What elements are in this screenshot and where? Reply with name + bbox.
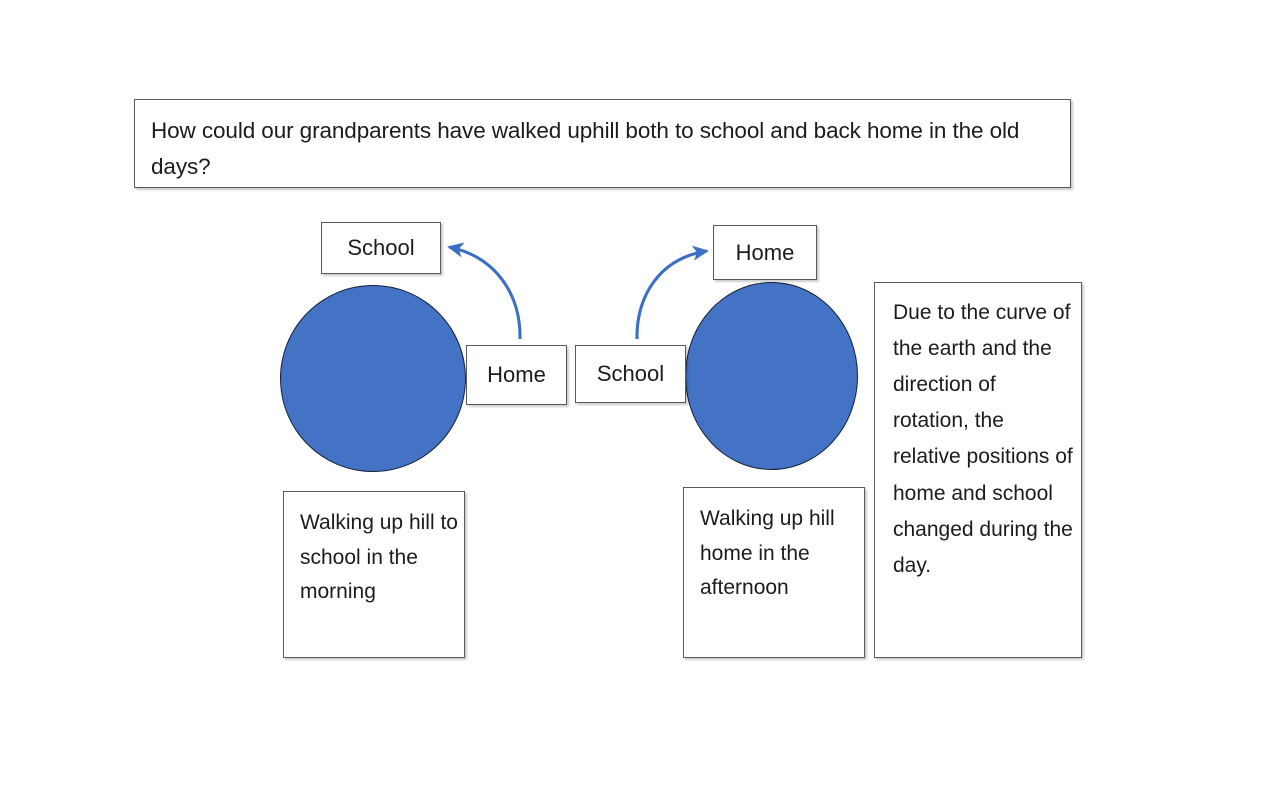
explanation-note: Due to the curve of the earth and the di… <box>874 282 1082 658</box>
label-home-afternoon-top: Home <box>713 225 817 280</box>
question-banner: How could our grandparents have walked u… <box>134 99 1071 188</box>
caption-afternoon: Walking up hill home in the afternoon <box>683 487 865 658</box>
label-school-afternoon-surface: School <box>575 345 686 403</box>
caption-morning: Walking up hill to school in the morning <box>283 491 465 658</box>
arrow-school-to-home <box>635 245 709 340</box>
earth-circle-morning <box>280 285 466 472</box>
label-school-morning-top: School <box>321 222 441 274</box>
earth-circle-afternoon <box>685 282 858 470</box>
arrow-home-to-school <box>447 242 522 340</box>
label-home-morning-surface: Home <box>466 345 567 405</box>
